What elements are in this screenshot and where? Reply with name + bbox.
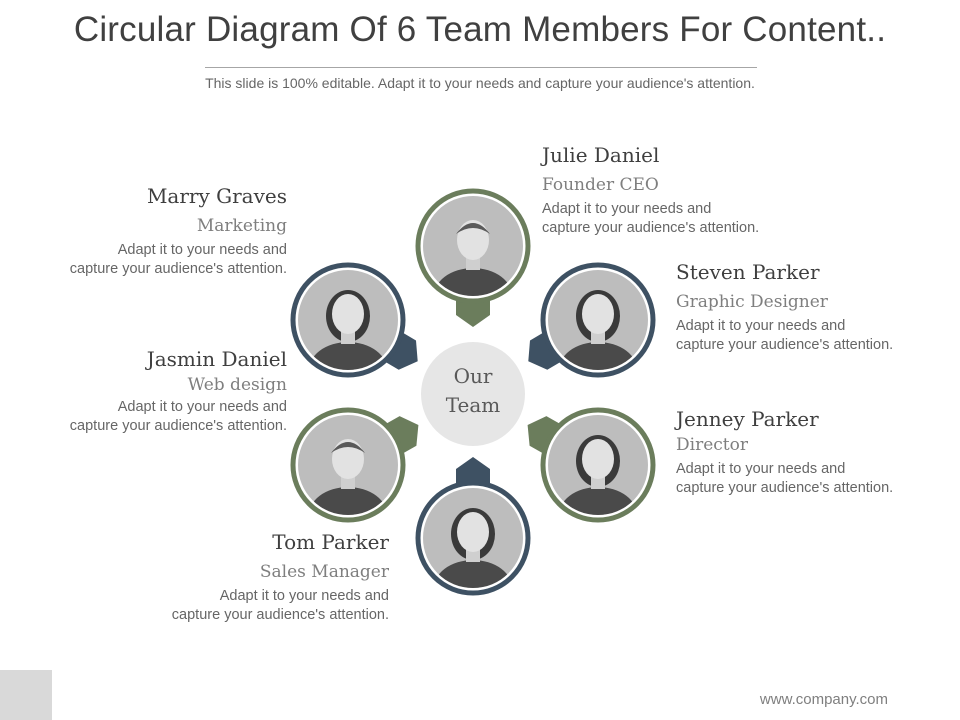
member-steven-parker: Steven Parker Graphic Designer Adapt it … [676,259,893,355]
member-jasmin-daniel: Jasmin Daniel Web design Adapt it to you… [70,346,287,436]
center-circle [421,342,525,446]
pointer-arrow [385,416,419,454]
member-description-line2: capture your audience's attention. [676,480,894,496]
member-photo-node [415,457,531,596]
member-jenney-parker: Jenney Parker Director Adapt it to your … [676,406,893,498]
member-description-line1: Adapt it to your needs and [542,201,712,217]
member-description: Adapt it to your needs and capture your … [676,460,893,498]
member-photo-node [290,407,419,523]
center-label: Our Team [420,362,526,420]
member-description-line2: capture your audience's attention. [69,261,287,277]
member-photo-node [527,407,656,523]
member-role: Founder CEO [542,175,659,195]
member-julie-daniel: Julie Daniel Founder CEO Adapt it to you… [542,142,759,238]
member-description: Adapt it to your needs and capture your … [172,587,389,625]
footer-url: www.company.com [759,691,888,708]
member-name: Marry Graves [146,184,287,208]
member-name: Steven Parker [676,260,820,284]
woman-photo-icon [558,290,638,370]
member-description: Adapt it to your needs and capture your … [676,317,893,355]
pointer-arrow [527,416,561,454]
slide-title: Circular Diagram Of 6 Team Members For C… [73,10,887,49]
member-name: Tom Parker [272,530,389,554]
woman-photo-icon [558,435,638,515]
member-description-line2: capture your audience's attention. [676,337,894,353]
pointer-arrow [456,457,490,485]
member-photo-node [415,188,531,327]
pointer-arrow [384,332,418,370]
member-photo-node [290,262,418,378]
member-tom-parker: Tom Parker Sales Manager Adapt it to you… [172,529,389,625]
member-description-line1: Adapt it to your needs and [676,318,846,334]
member-description-line2: capture your audience's attention. [69,418,287,434]
member-description: Adapt it to your needs and capture your … [70,241,287,279]
title-divider [205,67,757,68]
center-label-line1: Our [453,364,493,388]
corner-decoration [0,670,52,720]
member-marry-graves: Marry Graves Marketing Adapt it to your … [70,183,287,279]
man-photo-icon [308,439,388,515]
member-description: Adapt it to your needs and capture your … [542,200,759,238]
member-description-line2: capture your audience's attention. [171,607,389,623]
woman-photo-icon [433,508,513,588]
member-description-line1: Adapt it to your needs and [117,399,287,415]
member-role: Marketing [196,216,287,236]
woman-photo-icon [308,290,388,370]
member-role: Director [676,435,748,455]
member-description: Adapt it to your needs and capture your … [70,398,287,436]
slide-subtitle: This slide is 100% editable. Adapt it to… [205,75,755,91]
pointer-arrow [528,332,562,370]
member-name: Jasmin Daniel [146,347,287,371]
center-label-line2: Team [445,393,501,417]
man-photo-icon [433,220,513,296]
member-role: Sales Manager [259,562,389,582]
member-description-line1: Adapt it to your needs and [676,461,846,477]
member-role: Web design [187,375,287,395]
member-name: Julie Daniel [542,143,660,167]
member-description-line1: Adapt it to your needs and [117,242,287,258]
member-description-line2: capture your audience's attention. [542,220,760,236]
member-name: Jenney Parker [676,407,819,431]
member-description-line1: Adapt it to your needs and [219,588,389,604]
member-photo-node [528,262,656,378]
member-role: Graphic Designer [676,292,828,312]
pointer-arrow [456,299,490,327]
